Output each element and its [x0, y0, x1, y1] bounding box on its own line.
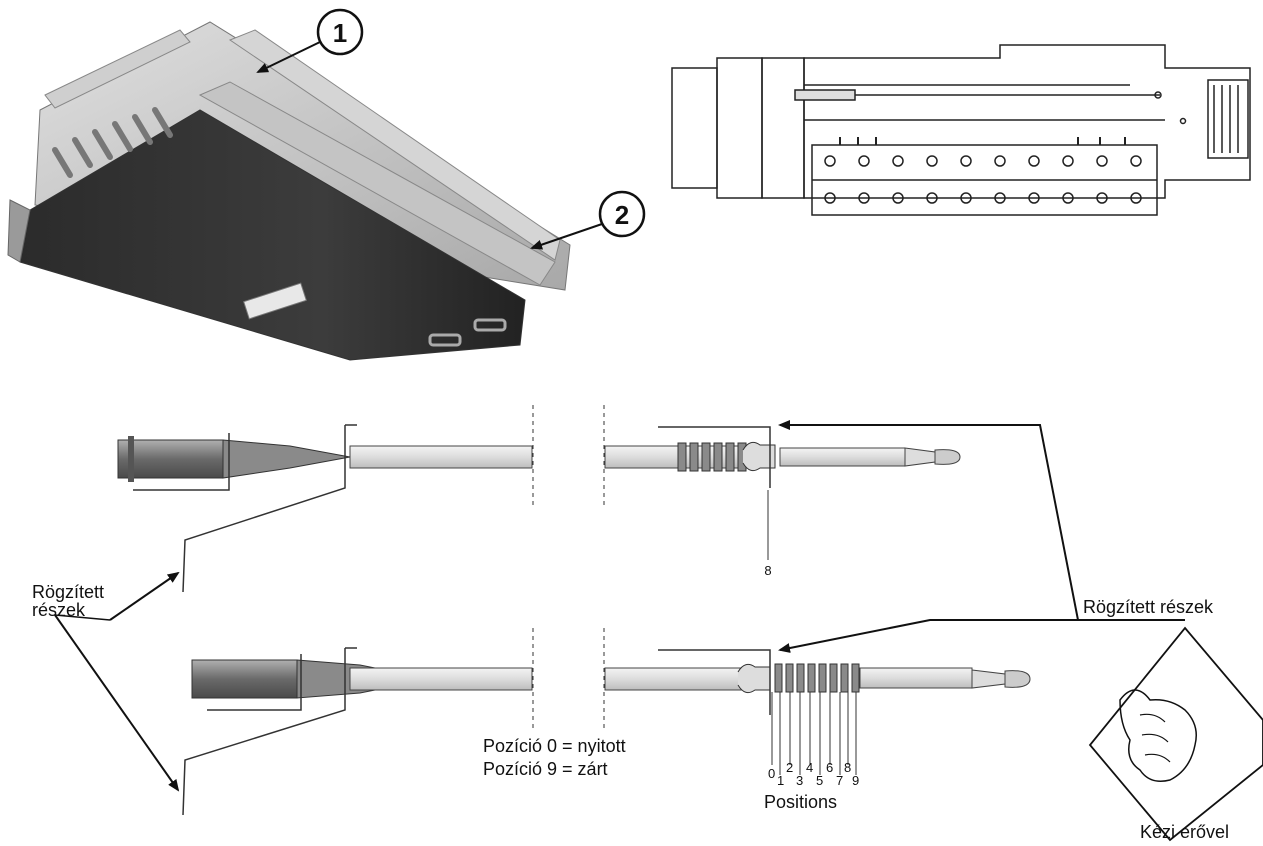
fixed-parts-left-line2: részek [32, 600, 86, 620]
break-lines [532, 405, 605, 730]
position-number: 2 [786, 760, 793, 775]
position-number: 5 [816, 773, 823, 788]
callout-2: 2 [530, 190, 646, 250]
position-number: 0 [768, 766, 775, 781]
upper-position-label: 8 [764, 563, 771, 578]
hand-icon [1088, 626, 1263, 842]
position-number: 7 [836, 773, 843, 788]
callout-1: 1 [256, 8, 364, 73]
position-number: 3 [796, 773, 803, 788]
position-open-label: Pozíció 0 = nyitott [483, 736, 626, 756]
callout-1-number: 1 [333, 18, 347, 48]
rod-assembly-lower [182, 647, 1031, 816]
position-closed-label: Pozíció 9 = zárt [483, 759, 608, 779]
leader-lines [54, 420, 1185, 792]
position-number: 8 [844, 760, 851, 775]
unit-technical-view [671, 44, 1251, 216]
fixed-parts-right: Rögzített részek [1083, 597, 1214, 617]
position-number: 6 [826, 760, 833, 775]
positions-label: Positions [764, 792, 837, 812]
manual-force-label: Kézi erővel [1140, 822, 1229, 842]
unit-3d-view [7, 21, 571, 361]
fixed-parts-left-line1: Rögzített [32, 582, 104, 602]
position-number: 9 [852, 773, 859, 788]
callout-2-number: 2 [615, 200, 629, 230]
position-numbers: 0 2 4 6 8 1 3 5 7 9 [768, 760, 859, 788]
position-number: 4 [806, 760, 813, 775]
rod-assembly-upper [117, 424, 961, 593]
position-number: 1 [777, 773, 784, 788]
